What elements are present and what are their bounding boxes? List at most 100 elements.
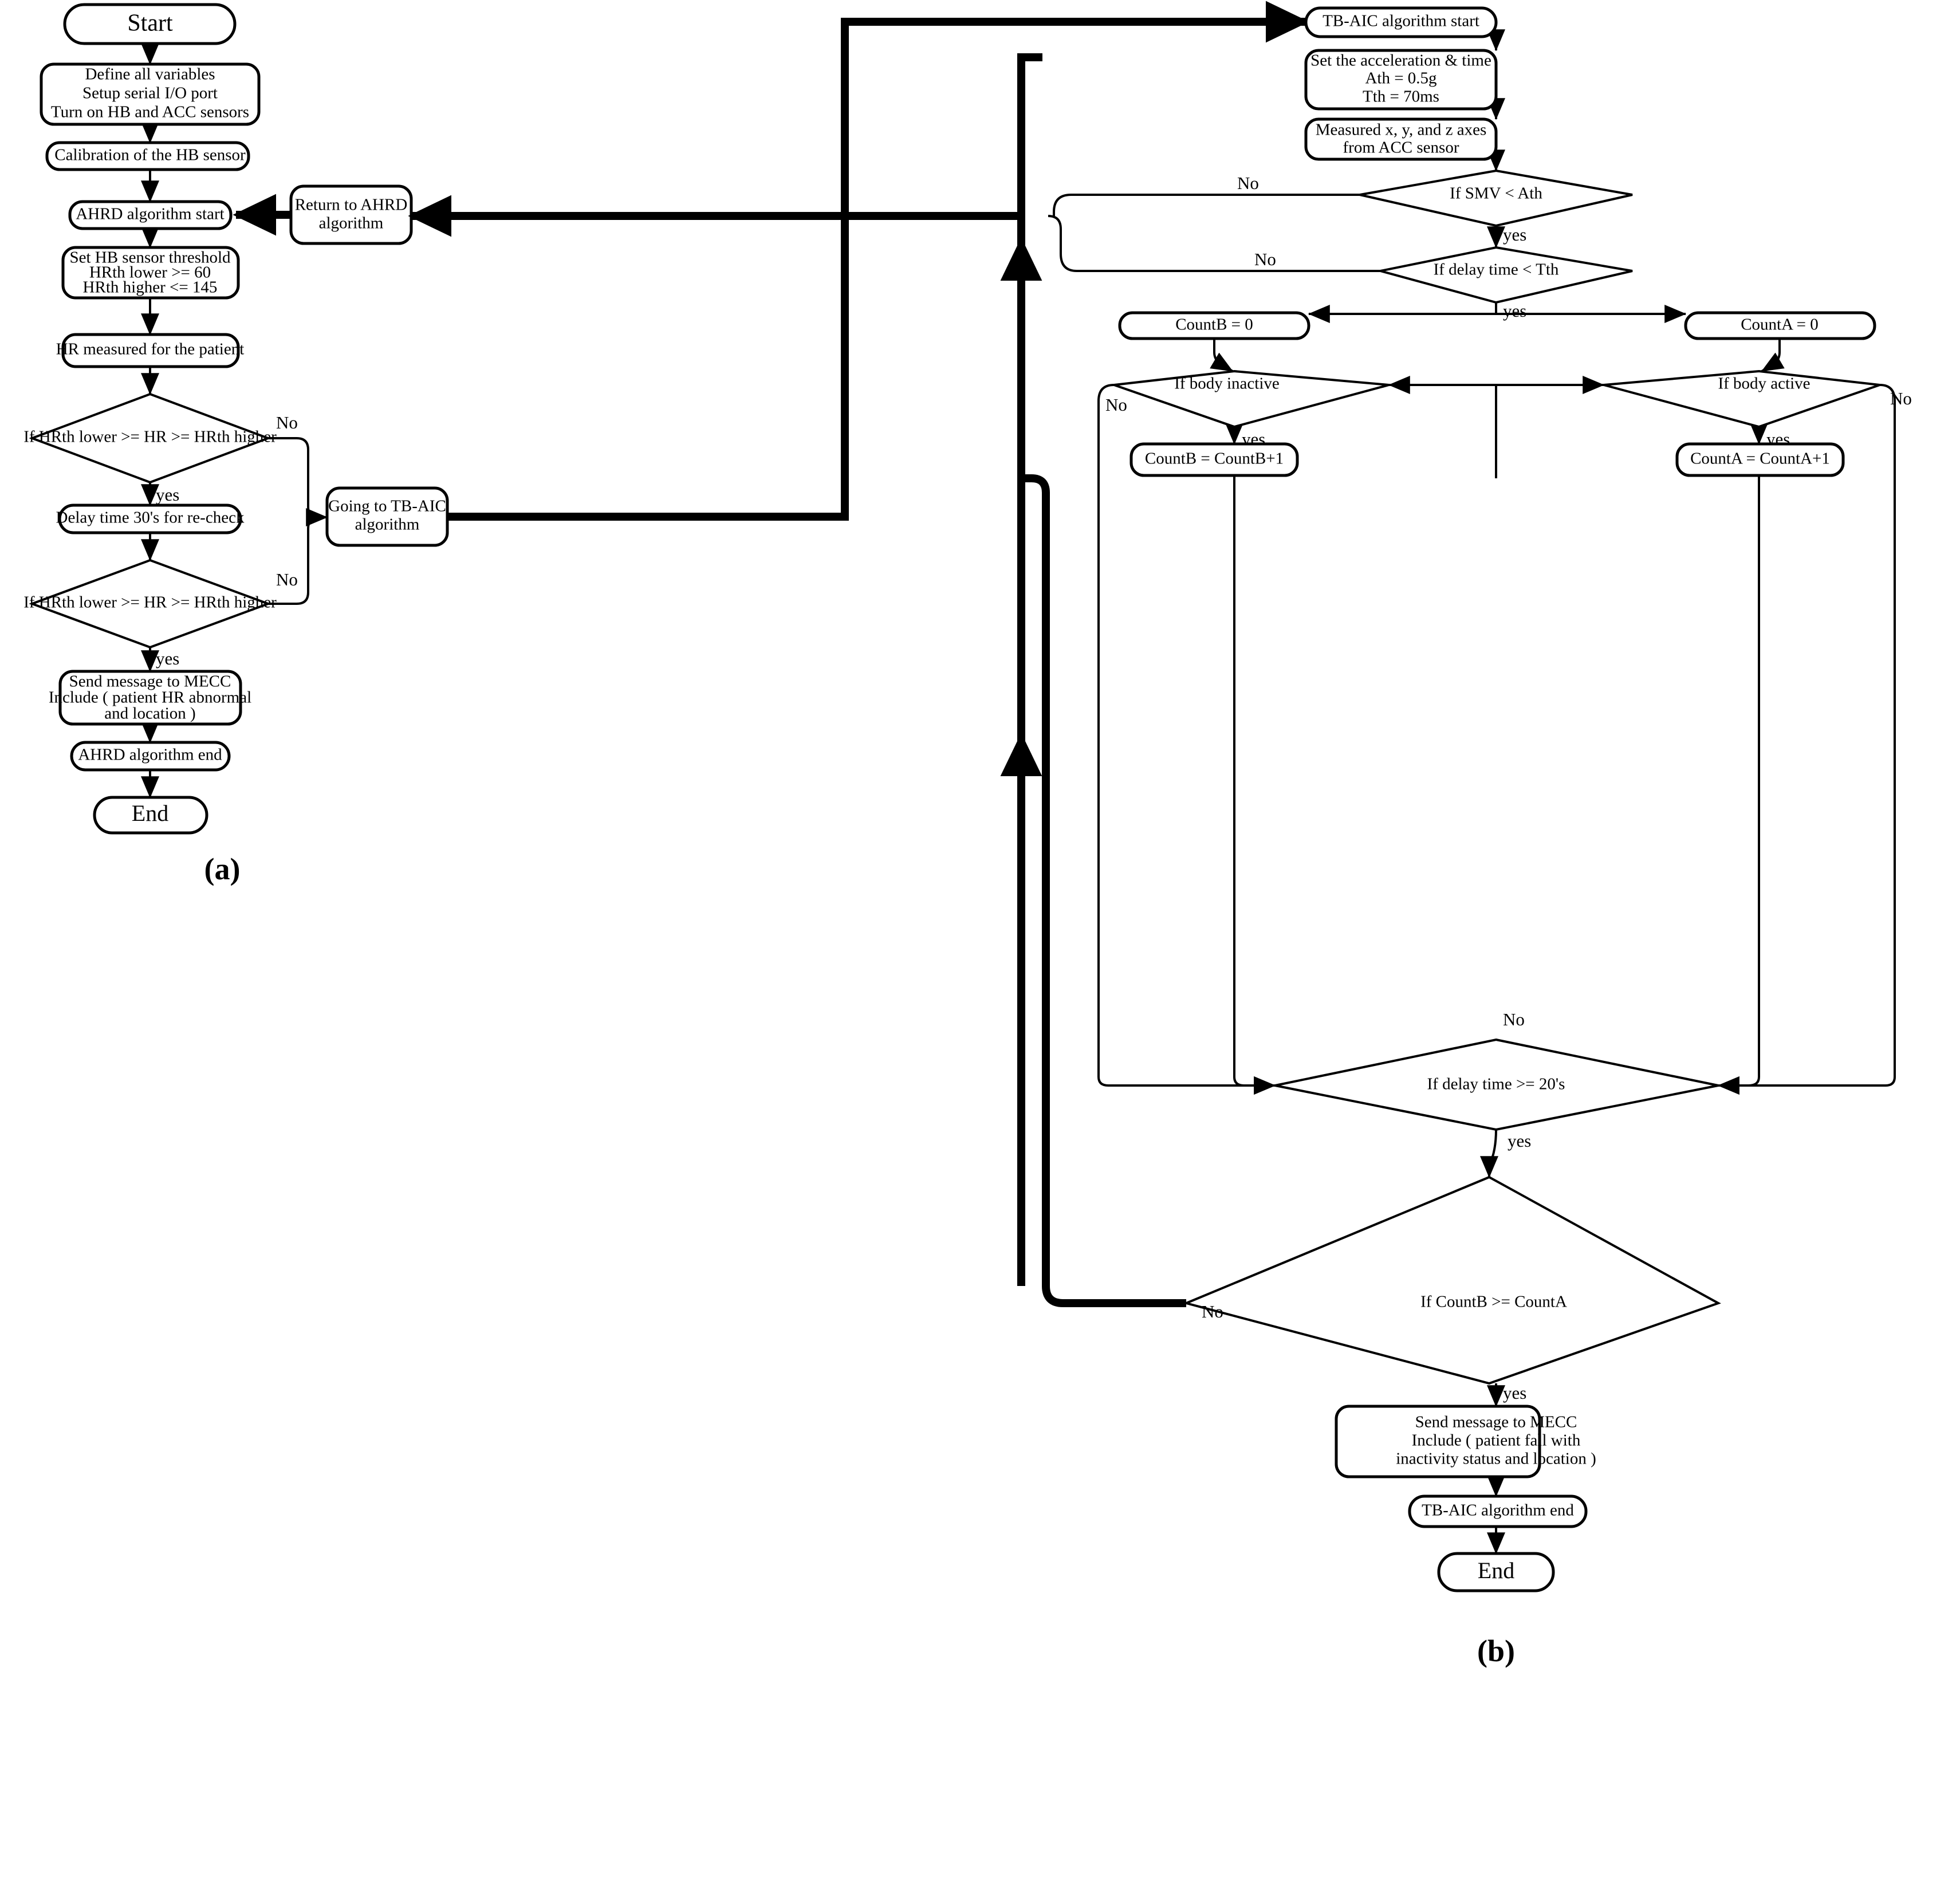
node-define-line1: Define all variables <box>85 65 215 84</box>
node-setacc-line1: Set the acceleration & time <box>1310 52 1491 70</box>
edge-b-d20-yes-cmp <box>1480 1129 1498 1178</box>
node-end-a-label: End <box>132 800 168 826</box>
node-measure-axes-line1: Measured x, y, and z axes <box>1316 121 1486 139</box>
node-decision-hr-2-label: If HRth lower >= HR >= HRth higher <box>23 593 277 612</box>
node-ahrd-end[interactable] <box>70 741 231 772</box>
edge-dec2-no-goto <box>268 516 327 605</box>
edge-b-cbinc-d20 <box>1233 475 1276 1095</box>
node-send-mecc-a-line3: and location ) <box>104 705 195 723</box>
node-decision-countb-counta-label: If CountB >= CountA <box>1420 1293 1567 1311</box>
edge-b-cainc-d20 <box>1717 475 1760 1095</box>
node-send-mecc-b-line2: Include ( patient fall with <box>1412 1431 1581 1450</box>
node-decision-body-active[interactable] <box>1603 369 1880 428</box>
node-delay-recheck[interactable] <box>58 504 242 534</box>
node-define-variables[interactable] <box>40 62 261 126</box>
edge-label-dec1-no: No <box>276 412 298 432</box>
node-counta-zero[interactable] <box>1684 311 1876 340</box>
edge-b-tth-yes-countb <box>1308 302 1497 323</box>
node-start[interactable] <box>63 3 237 45</box>
edge-label-smv-yes: yes <box>1503 225 1526 245</box>
edge-label-cmp-no: No <box>1202 1301 1223 1321</box>
node-send-mecc-a-line1: Send message to MECC <box>69 672 231 691</box>
node-measure-axes-line2: from ACC sensor <box>1343 139 1459 157</box>
node-decision-body-inactive-label: If body inactive <box>1174 375 1280 393</box>
node-set-threshold[interactable] <box>61 246 240 300</box>
node-countb-zero[interactable] <box>1118 311 1310 340</box>
node-tbaic-start[interactable] <box>1304 6 1498 38</box>
node-tbaic-end-alg[interactable] <box>1408 1494 1588 1528</box>
node-counta-increment[interactable] <box>1675 442 1845 477</box>
node-hr-measured[interactable] <box>61 333 240 368</box>
node-decision-body-active-label: If body active <box>1718 375 1810 393</box>
node-setacc-line2: Ath = 0.5g <box>1365 69 1436 88</box>
panel-b-nodes: TB-AIC algorithm start Set the accelerat… <box>1105 6 1912 1592</box>
edge-b-tth-no <box>1048 215 1380 272</box>
node-measure-axes[interactable] <box>1304 117 1498 161</box>
node-delay-recheck-label: Delay time 30's for re-check <box>56 509 245 527</box>
edge-label-dec2-no: No <box>276 569 298 589</box>
node-setth-line1: Set HB sensor threshold <box>69 249 231 267</box>
node-ahrd-end-label: AHRD algorithm end <box>78 746 222 764</box>
node-send-mecc-b-line3: inactivity status and location ) <box>1396 1450 1596 1468</box>
node-end-b-label: End <box>1478 1558 1514 1583</box>
node-counta-zero-label: CountA = 0 <box>1741 316 1819 334</box>
node-setth-line3: HRth higher <= 145 <box>83 278 218 297</box>
edge-label-tth-no: No <box>1254 249 1276 269</box>
node-decision-hr-1[interactable] <box>29 392 271 484</box>
node-decision-countb-counta[interactable] <box>1182 1175 1721 1385</box>
node-decision-tth[interactable] <box>1380 246 1633 304</box>
node-setth-line2: HRth lower >= 60 <box>89 263 211 282</box>
node-decision-hr-1-label: If HRth lower >= HR >= HRth higher <box>23 428 277 446</box>
node-countb-increment[interactable] <box>1129 442 1299 477</box>
edge-b-counta0-act <box>1761 339 1785 372</box>
node-send-mecc-b-line1: Send message to MECC <box>1415 1413 1577 1431</box>
edge-b-inact-no <box>1097 384 1276 1095</box>
edge-b-countb0-inact <box>1210 339 1234 372</box>
edge-label-d20-yes: yes <box>1508 1131 1531 1151</box>
edge-dec1-no-goto <box>268 437 328 526</box>
node-decision-hr-2[interactable] <box>29 559 271 649</box>
node-decision-delay-20s[interactable] <box>1274 1038 1719 1131</box>
node-set-acceleration[interactable] <box>1304 49 1498 111</box>
node-tbaic-start-label: TB-AIC algorithm start <box>1323 12 1479 30</box>
node-send-mecc-b[interactable] <box>1335 1405 1541 1478</box>
node-return-line1: Return to AHRD <box>295 196 408 214</box>
edge-b-act-no <box>1717 384 1896 1095</box>
node-tbaic-end-alg-label: TB-AIC algorithm end <box>1422 1501 1574 1520</box>
edge-goto-tbaic-start <box>447 1 1309 521</box>
node-hr-measured-label: HR measured for the patient <box>56 340 245 359</box>
edge-label-d20-no: No <box>1503 1009 1525 1029</box>
node-setacc-line3: Tth = 70ms <box>1363 88 1439 106</box>
panel-b-caption: (b) <box>1477 1634 1515 1668</box>
node-decision-tth-label: If delay time < Tth <box>1434 261 1559 279</box>
edge-cmp-no-bus <box>1021 474 1186 1307</box>
panel-a-connectors <box>141 43 328 799</box>
node-calibration[interactable] <box>45 141 250 171</box>
node-start-label: Start <box>127 10 173 37</box>
node-send-mecc-a-line2: Include ( patient HR abnormal <box>49 689 251 707</box>
node-end-b[interactable] <box>1437 1552 1555 1592</box>
node-calibration-label: Calibration of the HB sensor <box>54 146 246 164</box>
edge-label-act-no: No <box>1890 388 1912 408</box>
node-going-line2: algorithm <box>355 516 420 534</box>
edge-label-inact-no: No <box>1105 395 1127 415</box>
node-end-a[interactable] <box>93 796 208 835</box>
node-return-line2: algorithm <box>319 214 384 233</box>
edge-b-tth-yes-counta <box>1495 302 1687 323</box>
edge-label-tth-yes: yes <box>1503 301 1526 321</box>
node-ahrd-start-label: AHRD algorithm start <box>76 205 224 223</box>
node-decision-delay-20s-label: If delay time >= 20's <box>1427 1075 1565 1094</box>
node-decision-smv[interactable] <box>1359 169 1633 227</box>
panel-a-caption: (a) <box>204 852 241 886</box>
edge-label-cmp-yes: yes <box>1503 1383 1526 1403</box>
node-ahrd-start[interactable] <box>68 200 233 230</box>
node-countb-zero-label: CountB = 0 <box>1175 316 1253 334</box>
node-define-line2: Setup serial I/O port <box>82 84 218 103</box>
node-send-mecc-a[interactable] <box>58 670 242 726</box>
panel-a-nodes: Start Define all variables Setup serial … <box>23 3 449 835</box>
node-decision-body-inactive[interactable] <box>1113 369 1390 428</box>
panel-b-connectors <box>1048 29 1896 1555</box>
edge-b-smv-no <box>1053 194 1360 216</box>
node-counta-increment-label: CountA = CountA+1 <box>1690 450 1830 468</box>
